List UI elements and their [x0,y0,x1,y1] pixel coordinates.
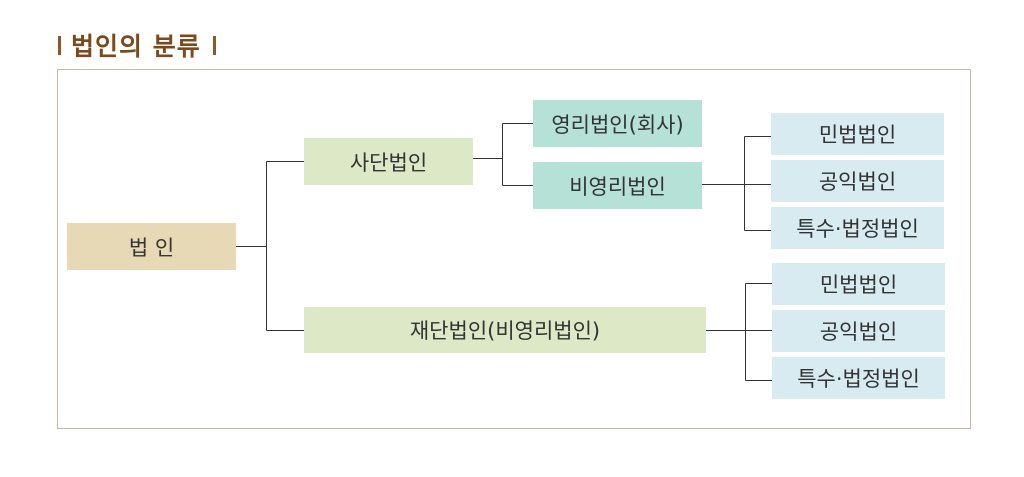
node-non-profit: 비영리법인 [533,162,702,209]
diagram-frame [57,69,971,429]
connector-root [236,161,304,331]
node-nonprofit-civil: 민법법인 [771,113,944,155]
node-nonprofit-public: 공익법인 [771,160,944,202]
node-jaedan: 재단법인(비영리법인) [304,307,706,353]
node-for-profit: 영리법인(회사) [533,100,702,147]
title-text: 법인의 분류 [71,32,201,61]
title-right-bar [212,35,216,55]
connector-sadan [473,123,533,186]
node-nonprofit-special: 특수·법정법인 [771,207,944,249]
connector-jaedan [706,283,772,381]
connector-nonprofit [702,136,771,231]
node-sadan: 사단법인 [304,138,473,185]
title-left-bar [58,35,61,55]
node-jaedan-public: 공익법인 [772,310,945,352]
node-jaedan-special: 특수·법정법인 [772,357,945,399]
diagram-title: 법인의 분류 [58,28,228,62]
node-root: 법 인 [67,223,236,270]
node-jaedan-civil: 민법법인 [772,263,945,305]
